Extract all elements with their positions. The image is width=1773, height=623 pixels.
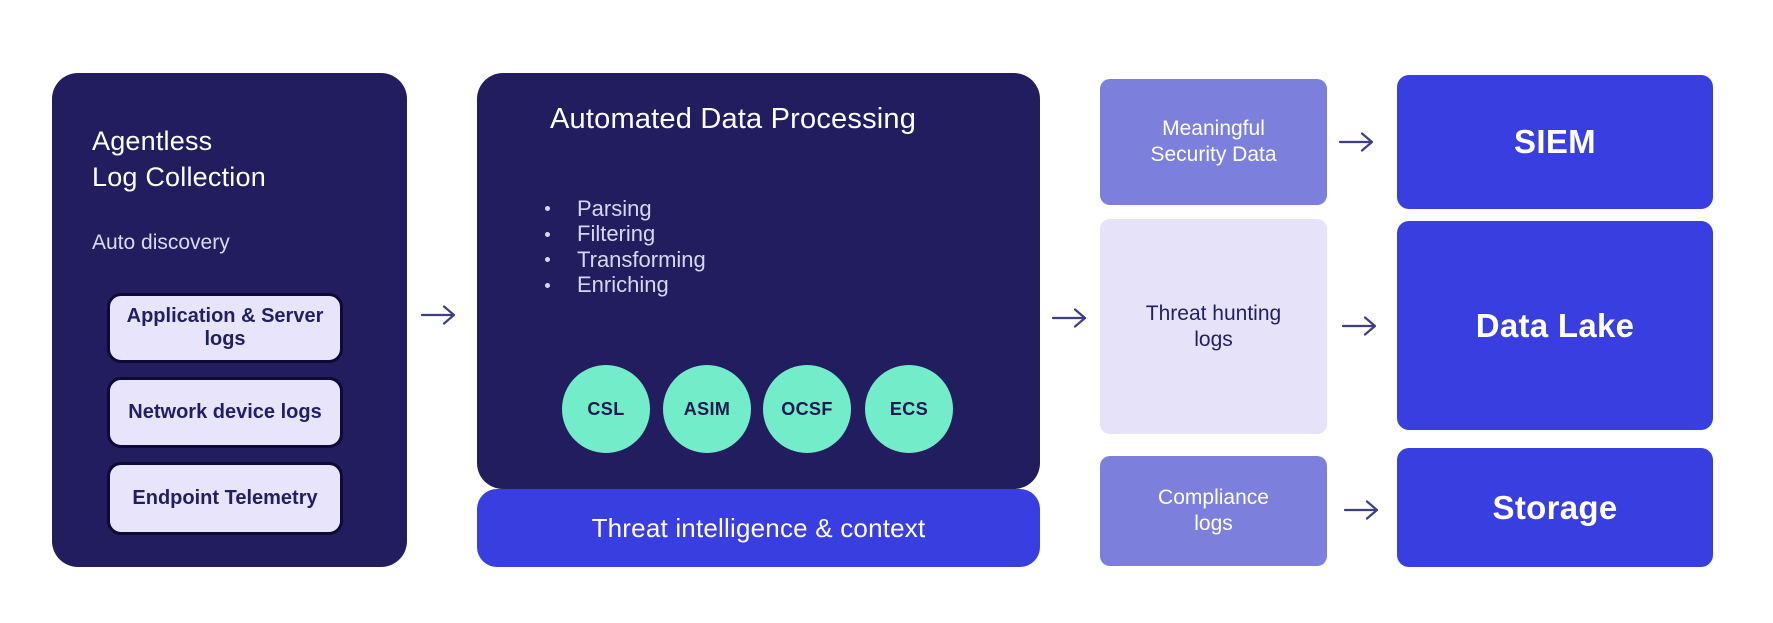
flow-arrow-icon bbox=[1337, 130, 1377, 154]
processing-step: Filtering bbox=[545, 221, 706, 248]
processing-step-label: Transforming bbox=[577, 246, 706, 272]
processing-step: Transforming bbox=[545, 247, 706, 273]
processing-step: Parsing bbox=[545, 196, 706, 222]
automated-data-processing-panel: Automated Data Processing Parsing Filter… bbox=[477, 73, 1040, 489]
bullet-icon bbox=[545, 282, 550, 288]
flow-arrow-icon bbox=[1050, 306, 1090, 330]
schema-badge-asim: ASIM bbox=[663, 365, 751, 453]
log-source-application-server: Application & Server logs bbox=[107, 293, 343, 363]
flow-arrow-icon bbox=[1342, 498, 1382, 522]
processing-step-label: Enriching bbox=[577, 272, 669, 298]
processing-step: Enriching bbox=[545, 272, 706, 299]
schema-badge-csl: CSL bbox=[562, 365, 650, 453]
output-threat-hunting-logs: Threat hunting logs bbox=[1100, 219, 1327, 434]
destination-data-lake: Data Lake bbox=[1397, 221, 1713, 430]
processing-step-label: Parsing bbox=[577, 195, 652, 221]
processing-panel-title: Automated Data Processing bbox=[550, 103, 917, 135]
schema-badge-ocsf: OCSF bbox=[763, 365, 851, 453]
destination-siem: SIEM bbox=[1397, 75, 1713, 209]
bullet-icon bbox=[545, 231, 550, 237]
bullet-icon bbox=[545, 257, 550, 263]
bullet-icon bbox=[545, 206, 550, 212]
schema-badge-ecs: ECS bbox=[865, 365, 953, 453]
threat-intelligence-banner: Threat intelligence & context bbox=[477, 489, 1040, 567]
flow-arrow-icon bbox=[419, 303, 459, 327]
output-meaningful-security-data: Meaningful Security Data bbox=[1100, 79, 1327, 205]
auto-discovery-label: Auto discovery bbox=[92, 231, 230, 254]
processing-step-label: Filtering bbox=[577, 221, 656, 247]
agentless-log-collection-panel: Agentless Log Collection Auto discovery … bbox=[52, 73, 407, 567]
destination-storage: Storage bbox=[1397, 448, 1713, 567]
log-source-network-device: Network device logs bbox=[107, 377, 343, 448]
processing-steps-list: Parsing Filtering Transforming Enriching bbox=[545, 196, 706, 298]
log-source-endpoint-telemetry: Endpoint Telemetry bbox=[107, 462, 343, 535]
flow-arrow-icon bbox=[1340, 314, 1380, 338]
output-compliance-logs: Compliance logs bbox=[1100, 456, 1327, 566]
collection-panel-title: Agentless Log Collection bbox=[92, 126, 266, 192]
